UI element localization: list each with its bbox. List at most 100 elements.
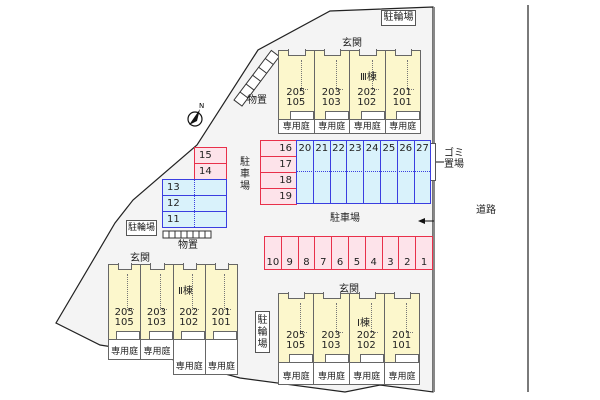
parking-space[interactable]: 23 bbox=[346, 140, 365, 204]
stair-line bbox=[300, 60, 308, 90]
stair-line bbox=[407, 60, 414, 90]
private-garden: 専用庭 bbox=[313, 362, 350, 385]
private-garden: 専用庭 bbox=[384, 119, 421, 134]
apartment-unit[interactable] bbox=[313, 293, 350, 363]
bike-parking-left: 駐輪場 bbox=[126, 220, 157, 236]
parking-space[interactable]: 19 bbox=[260, 188, 297, 205]
parking-space[interactable]: 26 bbox=[396, 140, 415, 204]
apartment-unit[interactable] bbox=[278, 50, 315, 120]
unit-number-upper: 201 bbox=[211, 307, 231, 318]
parking-space[interactable]: 20 bbox=[296, 140, 314, 204]
building-name: Ⅱ棟 bbox=[178, 286, 193, 297]
parking-divider bbox=[194, 179, 195, 227]
apartment-unit[interactable] bbox=[384, 50, 421, 120]
parking-space[interactable]: 22 bbox=[329, 140, 348, 204]
unit-number-lower: 102 bbox=[357, 97, 377, 108]
parking-space[interactable]: 9 bbox=[280, 236, 299, 270]
apartment-unit[interactable] bbox=[383, 293, 421, 363]
private-garden: 専用庭 bbox=[140, 339, 174, 360]
private-garden: 専用庭 bbox=[278, 362, 315, 385]
private-garden: 専用庭 bbox=[313, 119, 350, 134]
entrance-notch bbox=[393, 292, 412, 299]
parking-divider bbox=[194, 147, 195, 179]
stair-line bbox=[159, 274, 167, 310]
building-name: Ⅰ棟 bbox=[357, 318, 370, 329]
unit-number-upper: 202 bbox=[357, 87, 377, 98]
garbage-label: ゴミ置場 bbox=[444, 148, 464, 170]
unit-number-lower: 105 bbox=[286, 340, 306, 351]
parking-space[interactable]: 5 bbox=[348, 236, 366, 270]
unit-number-upper: 202 bbox=[356, 330, 376, 341]
parking-space[interactable]: 7 bbox=[314, 236, 333, 270]
apartment-unit[interactable] bbox=[204, 264, 239, 340]
parking-label-center: 駐車場 bbox=[330, 213, 360, 224]
unit-number-lower: 103 bbox=[321, 97, 341, 108]
apartment-unit[interactable] bbox=[172, 264, 206, 340]
unit-number-lower: 102 bbox=[179, 317, 199, 328]
parking-divider bbox=[297, 171, 430, 172]
parking-space[interactable]: 14 bbox=[194, 163, 227, 180]
unit-number-lower: 101 bbox=[392, 97, 412, 108]
storage-shed-left bbox=[162, 230, 212, 239]
apartment-unit[interactable] bbox=[278, 293, 315, 363]
parking-space[interactable]: 6 bbox=[331, 236, 349, 270]
unit-number-lower: 101 bbox=[391, 340, 412, 351]
entrance-notch bbox=[394, 49, 412, 56]
private-garden: 専用庭 bbox=[204, 339, 239, 375]
parking-space[interactable]: 2 bbox=[398, 236, 417, 270]
apartment-unit[interactable] bbox=[349, 50, 386, 120]
parking-space[interactable]: 10 bbox=[264, 236, 282, 270]
parking-space[interactable]: 18 bbox=[260, 172, 297, 189]
road-label: 道路 bbox=[476, 205, 496, 216]
entrance-notch bbox=[214, 263, 230, 270]
private-garden: 専用庭 bbox=[278, 119, 315, 134]
parking-space[interactable]: 27 bbox=[413, 140, 432, 204]
entrance-notch bbox=[359, 49, 377, 56]
parking-space[interactable]: 24 bbox=[363, 140, 381, 204]
parking-space[interactable]: 15 bbox=[194, 147, 227, 164]
entrance-notch bbox=[288, 292, 306, 299]
apartment-unit[interactable] bbox=[108, 264, 142, 340]
entrance-notch bbox=[118, 263, 133, 270]
parking-space[interactable]: 21 bbox=[312, 140, 331, 204]
entrance-notch bbox=[150, 263, 165, 270]
parking-space[interactable]: 25 bbox=[380, 140, 398, 204]
unit-number-upper: 201 bbox=[391, 330, 412, 341]
unit-number-lower: 105 bbox=[286, 97, 306, 108]
parking-space[interactable]: 4 bbox=[364, 236, 383, 270]
bike-parking-top: 駐輪場 bbox=[381, 10, 416, 26]
apartment-unit[interactable] bbox=[140, 264, 174, 340]
stair-line bbox=[300, 303, 308, 333]
unit-number-upper: 203 bbox=[146, 307, 166, 318]
parking-space[interactable]: 8 bbox=[297, 236, 316, 270]
north-icon: N bbox=[187, 102, 204, 127]
unit-number-lower: 101 bbox=[211, 317, 231, 328]
parking-space[interactable]: 3 bbox=[381, 236, 400, 270]
stair-line bbox=[127, 274, 135, 310]
unit-number-upper: 205 bbox=[286, 87, 306, 98]
unit-number-lower: 103 bbox=[321, 340, 341, 351]
parking-label-vertical: 駐車場 bbox=[240, 157, 250, 192]
private-garden: 専用庭 bbox=[349, 119, 386, 134]
unit-number-upper: 205 bbox=[114, 307, 134, 318]
storage-label-left: 物置 bbox=[178, 240, 198, 251]
unit-number-lower: 103 bbox=[146, 317, 166, 328]
parking-space[interactable]: 16 bbox=[260, 140, 297, 157]
parking-space[interactable]: 17 bbox=[260, 156, 297, 173]
parking-space[interactable]: 1 bbox=[415, 236, 433, 270]
stair-line bbox=[191, 274, 199, 310]
storage-label-top: 物置 bbox=[247, 95, 267, 106]
bike-parking-bottom: 駐輪場 bbox=[255, 311, 270, 353]
unit-number-upper: 201 bbox=[392, 87, 412, 98]
apartment-unit[interactable] bbox=[313, 50, 350, 120]
unit-number-upper: 205 bbox=[286, 330, 306, 341]
entrance-label-1: 玄関 bbox=[339, 284, 359, 295]
stair-line bbox=[406, 303, 414, 333]
entrance-notch bbox=[288, 49, 306, 56]
unit-number-upper: 203 bbox=[321, 330, 341, 341]
entrance-notch bbox=[323, 292, 341, 299]
entrance-label-2: 玄関 bbox=[130, 253, 150, 264]
unit-number-upper: 203 bbox=[321, 87, 341, 98]
stair-line bbox=[371, 60, 379, 90]
private-garden: 専用庭 bbox=[172, 339, 206, 375]
